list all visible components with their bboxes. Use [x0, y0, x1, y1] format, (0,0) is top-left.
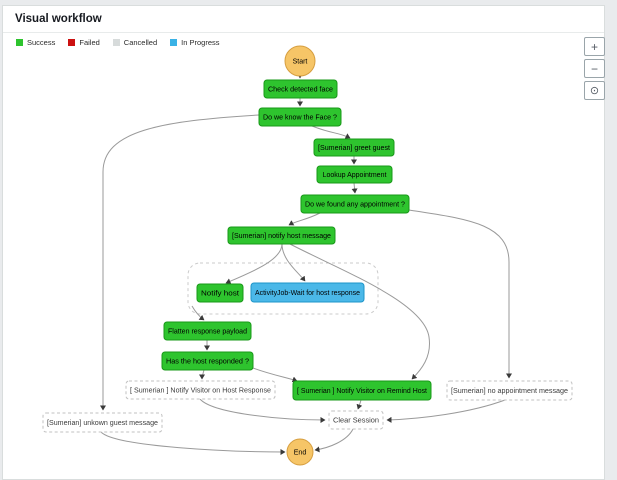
node-label: [Sumerian] greet guest — [318, 145, 390, 152]
node-label: ActivityJob-Wait for host response — [255, 290, 360, 297]
card-header: Visual workflow — [3, 6, 604, 33]
node-label: Flatten response payload — [168, 329, 247, 336]
edge-parallel-group-to-flatten-response-payload — [191, 305, 205, 321]
legend-label: Success — [27, 38, 56, 47]
zoom-out-button[interactable]: − — [584, 59, 605, 78]
legend-item: Cancelled — [112, 38, 158, 47]
node-label: Do we know the Face ? — [263, 115, 337, 122]
node-label: Check detected face — [268, 87, 333, 94]
legend-label: Cancelled — [123, 38, 158, 47]
node-no-appointment-message[interactable]: [Sumerian] no appointment message — [446, 380, 573, 401]
node-end[interactable]: End — [286, 438, 314, 466]
node-label: [Sumerian] notify host message — [232, 233, 331, 240]
node-label: Start — [293, 59, 308, 66]
legend-label: In Progress — [181, 38, 220, 47]
node-notify-host[interactable]: Notify host — [196, 283, 244, 303]
node-notify-visitor-on-remind-host[interactable]: [ Sumerian ] Notify Visitor on Remind Ho… — [292, 380, 432, 401]
status-legend: Success Failed Cancelled In Progress — [16, 38, 220, 47]
edge-unkown-guest-message-to-end — [100, 431, 286, 455]
node-sumerian-greet-guest[interactable]: [Sumerian] greet guest — [313, 138, 395, 157]
legend-item: Success — [16, 38, 55, 47]
page-title: Visual workflow — [15, 13, 102, 25]
node-notify-visitor-on-host-response[interactable]: [ Sumerian ] Notify Visitor on Host Resp… — [125, 380, 276, 400]
zoom-in-button[interactable]: + — [584, 37, 605, 56]
node-lookup-appointment[interactable]: Lookup Appointment — [316, 165, 393, 184]
node-label: Lookup Appointment — [323, 172, 387, 179]
node-activityjob-wait-for-host-response[interactable]: ActivityJob-Wait for host response — [250, 282, 365, 303]
edge-notify-visitor-on-host-response-to-clear-session — [199, 398, 326, 423]
node-has-the-host-responded[interactable]: Has the host responded ? — [161, 351, 254, 371]
legend-item: In Progress — [170, 38, 220, 47]
node-label: [Sumerian] no appointment message — [451, 388, 568, 395]
legend-swatch-icon — [68, 39, 76, 46]
edge-has-the-host-responded-to-notify-visitor-on-remind-host — [252, 367, 298, 383]
edge-do-we-found-any-appointment-to-sumerian-notify-host-message — [288, 212, 321, 226]
edge-do-we-know-the-face-to-unkown-guest-message — [100, 114, 260, 411]
node-do-we-know-the-face[interactable]: Do we know the Face ? — [258, 107, 342, 127]
edge-do-we-found-any-appointment-to-no-appointment-message — [408, 209, 512, 379]
edge-lookup-appointment-to-do-we-found-any-appointment — [351, 182, 358, 194]
edge-no-appointment-message-to-clear-session — [386, 399, 506, 423]
edge-sumerian-notify-host-message-to-notify-visitor-on-remind-host — [289, 243, 430, 380]
legend-swatch-icon — [112, 39, 120, 46]
canvas-controls: + − ⊙ — [584, 37, 605, 100]
node-label: Clear Session — [333, 418, 379, 425]
node-unkown-guest-message[interactable]: [Sumerian] unkown guest message — [42, 412, 163, 433]
node-label: [ Sumerian ] Notify Visitor on Remind Ho… — [297, 388, 427, 395]
node-clear-session[interactable]: Clear Session — [328, 410, 384, 430]
node-flatten-response-payload[interactable]: Flatten response payload — [163, 321, 252, 341]
node-label: [Sumerian] unkown guest message — [47, 420, 158, 427]
edge-has-the-host-responded-to-notify-visitor-on-host-response — [199, 369, 206, 380]
edge-clear-session-to-end — [314, 428, 354, 453]
edge-sumerian-notify-host-message-to-notify-host — [225, 243, 283, 285]
edge-sumerian-notify-host-message-to-activityjob-wait-for-host-response — [281, 243, 306, 282]
node-label: Notify host — [201, 291, 239, 298]
node-label: Do we found any appointment ? — [305, 202, 405, 209]
node-label: [ Sumerian ] Notify Visitor on Host Resp… — [130, 388, 271, 395]
node-label: End — [294, 450, 307, 457]
node-start[interactable]: Start — [284, 45, 316, 77]
center-view-button[interactable]: ⊙ — [584, 81, 605, 100]
node-sumerian-notify-host-message[interactable]: [Sumerian] notify host message — [227, 226, 336, 245]
legend-item: Failed — [68, 38, 100, 47]
legend-label: Failed — [79, 38, 100, 47]
edge-do-we-know-the-face-to-sumerian-greet-guest — [311, 125, 351, 139]
legend-swatch-icon — [170, 39, 178, 46]
edge-notify-visitor-on-remind-host-to-clear-session — [356, 399, 363, 410]
node-check-detected-face[interactable]: Check detected face — [263, 79, 338, 99]
node-label: Has the host responded ? — [166, 359, 249, 366]
node-do-we-found-any-appointment[interactable]: Do we found any appointment ? — [300, 194, 410, 214]
legend-swatch-icon — [16, 39, 23, 46]
